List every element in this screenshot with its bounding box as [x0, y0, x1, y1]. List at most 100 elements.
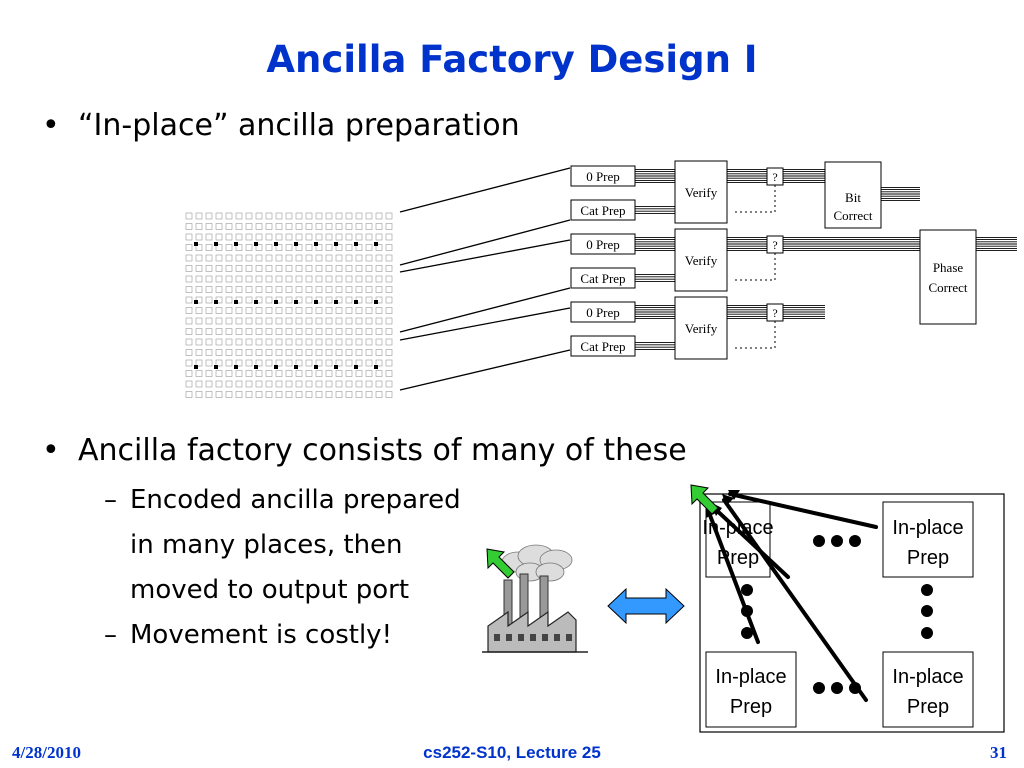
chip-cell — [265, 338, 273, 346]
chip-cell — [335, 328, 343, 335]
chip-dot — [294, 300, 298, 304]
measure-label: ? — [772, 170, 777, 184]
prep-cell-label-1: In-place — [715, 666, 786, 688]
chip-cell — [185, 307, 193, 314]
chip-cell — [265, 359, 273, 367]
chip-cell — [335, 391, 343, 398]
bullet-factory-text: Ancilla factory consists of many of thes… — [78, 433, 687, 468]
chip-cell — [275, 349, 283, 356]
chip-cell — [325, 338, 333, 346]
bit-correct-box — [824, 161, 882, 229]
chip-dot — [194, 300, 198, 304]
chip-cell — [385, 223, 393, 230]
chip-cell — [385, 328, 393, 335]
chip-cell — [285, 286, 293, 293]
chip-cell — [285, 265, 293, 272]
chip-cell — [235, 317, 243, 325]
chip-cell — [365, 244, 373, 251]
chip-cell — [235, 223, 243, 230]
chip-cell — [355, 265, 363, 272]
chip-grid-diagram — [185, 212, 393, 398]
chip-dot — [314, 365, 318, 369]
chip-cell — [235, 286, 243, 293]
chip-cell — [295, 212, 303, 220]
chip-dot — [214, 300, 218, 304]
chip-cell — [185, 244, 193, 251]
chip-cell — [185, 286, 193, 293]
bit-correct-label-2: Correct — [834, 208, 873, 223]
chip-cell — [345, 391, 353, 398]
chip-cell — [285, 349, 293, 356]
chip-cell — [335, 254, 343, 262]
chip-cell — [345, 233, 353, 241]
footer-page-number: 31 — [990, 743, 1007, 762]
chip-cell — [225, 265, 233, 272]
chip-cell — [375, 265, 383, 272]
chip-cell — [205, 328, 213, 335]
chip-dot — [294, 365, 298, 369]
chip-cell — [275, 338, 283, 346]
chip-cell — [325, 359, 333, 367]
chip-cell — [255, 254, 263, 262]
chip-cell — [185, 212, 193, 220]
chip-cell — [265, 265, 273, 272]
chip-cell — [285, 391, 293, 398]
sub-dash: – — [104, 485, 117, 515]
chip-cell — [305, 265, 313, 272]
cat-prep-label: Cat Prep — [580, 203, 625, 218]
chip-cell — [345, 275, 353, 283]
chip-cell — [315, 233, 323, 241]
chip-cell — [205, 265, 213, 272]
verify-box — [674, 228, 728, 292]
chip-cell — [205, 212, 213, 220]
chip-cell — [335, 349, 343, 356]
chip-cell — [275, 275, 283, 283]
chip-cell — [255, 223, 263, 230]
chip-cell — [255, 380, 263, 388]
chip-dot — [334, 242, 338, 246]
chip-cell — [385, 359, 393, 367]
chip-cell — [205, 296, 213, 304]
chip-cell — [325, 380, 333, 388]
chip-cell — [245, 212, 253, 220]
chip-cell — [325, 265, 333, 272]
chip-cell — [305, 223, 313, 230]
chip-cell — [365, 275, 373, 283]
chip-cell — [325, 254, 333, 262]
chip-cell — [265, 328, 273, 335]
chip-dot — [194, 242, 198, 246]
chip-cell — [355, 317, 363, 325]
chip-cell — [285, 223, 293, 230]
chip-cell — [375, 212, 383, 220]
chip-cell — [295, 359, 303, 367]
chip-cell — [195, 307, 203, 314]
chip-cell — [205, 359, 213, 367]
chip-cell — [195, 244, 203, 251]
chip-cell — [315, 328, 323, 335]
chip-cell — [295, 370, 303, 377]
chip-cell — [385, 391, 393, 398]
chip-cell — [335, 307, 343, 314]
chip-dot — [254, 242, 258, 246]
chip-cell — [385, 380, 393, 388]
chip-cell — [185, 317, 193, 325]
chip-cell — [295, 275, 303, 283]
chip-cell — [285, 359, 293, 367]
chip-cell — [355, 391, 363, 398]
chip-cell — [305, 317, 313, 325]
chip-cell — [375, 233, 383, 241]
cat-prep-box — [570, 199, 636, 221]
chip-cell — [315, 212, 323, 220]
chip-cell — [305, 349, 313, 356]
chip-cell — [255, 265, 263, 272]
prep-cell-label-2: Prep — [907, 696, 949, 718]
chip-cell — [365, 328, 373, 335]
chip-cell — [365, 254, 373, 262]
chip-cell — [385, 286, 393, 293]
chip-cell — [245, 254, 253, 262]
chip-cell — [245, 244, 253, 251]
chip-cell — [275, 370, 283, 377]
chip-cell — [345, 370, 353, 377]
chip-dot — [354, 300, 358, 304]
chip-cell — [305, 244, 313, 251]
